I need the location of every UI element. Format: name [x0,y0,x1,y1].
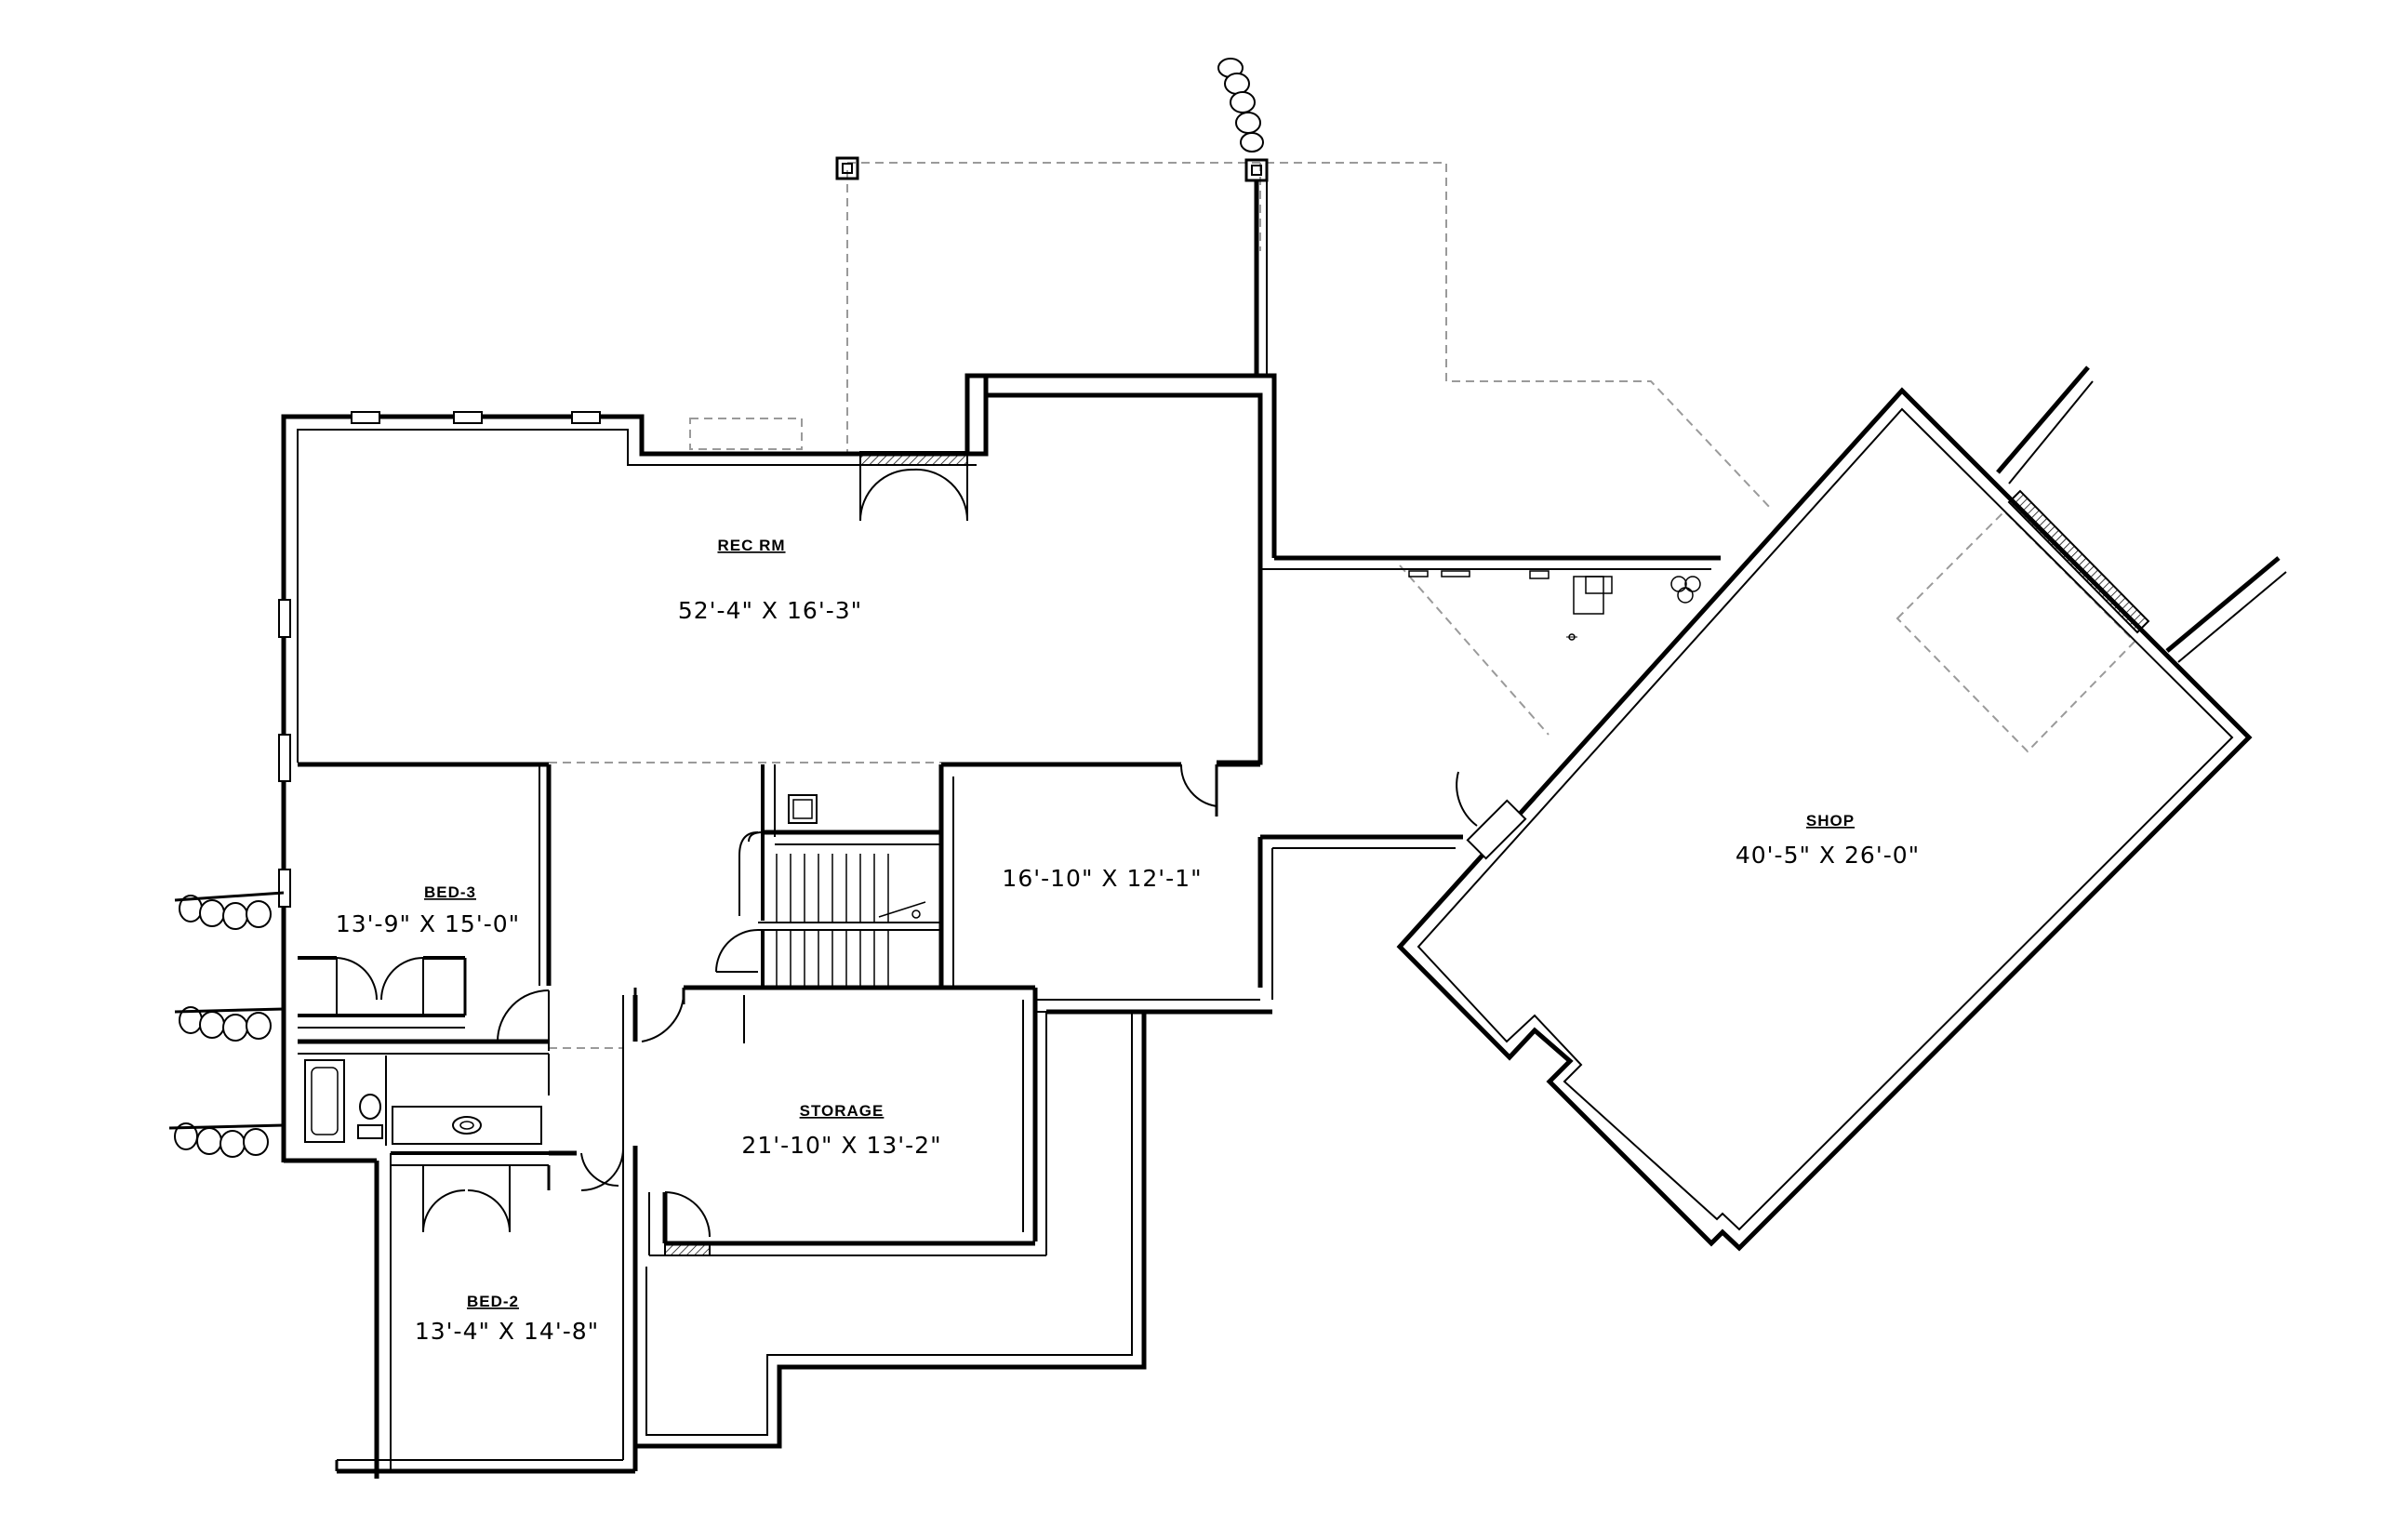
shop-dims: 40'-5" X 26'-0" [1736,842,1920,869]
storage-name: STORAGE [800,1102,885,1120]
storage-dims: 21'-10" X 13'-2" [741,1132,941,1159]
bed-3-dims: 13'-9" X 15'-0" [336,910,520,937]
center-room-dims: 16'-10" X 12'-1" [1002,865,1202,892]
bed-2-dims: 13'-4" X 14'-8" [415,1318,599,1345]
walls-connector [1259,555,1721,840]
shop-name: SHOP [1806,812,1855,830]
bed-3-name: BED-3 [424,883,476,901]
walls-storage [633,988,1272,1256]
walls-bath [284,1039,550,1276]
rec-rm-dims: 52'-4" X 16'-3" [678,597,862,624]
walls-center-room [938,762,1456,1000]
stairs [715,764,942,986]
rec-rm-name: REC RM [717,537,785,554]
walls-bed-3 [298,764,552,1051]
room-labels: REC RM 52'-4" X 16'-3" BED-3 13'-9" X 15… [336,537,1920,1345]
landscape-rocks [174,58,1264,1158]
walls-shop [1396,365,2287,1252]
walls-bed-2 [335,1146,638,1479]
walls-lower-outline [632,1000,1147,1449]
rec-room-double-door [859,465,969,522]
bed-2-name: BED-2 [467,1293,519,1310]
walls-rec-room [278,373,1277,1162]
post-markers [835,156,1269,376]
